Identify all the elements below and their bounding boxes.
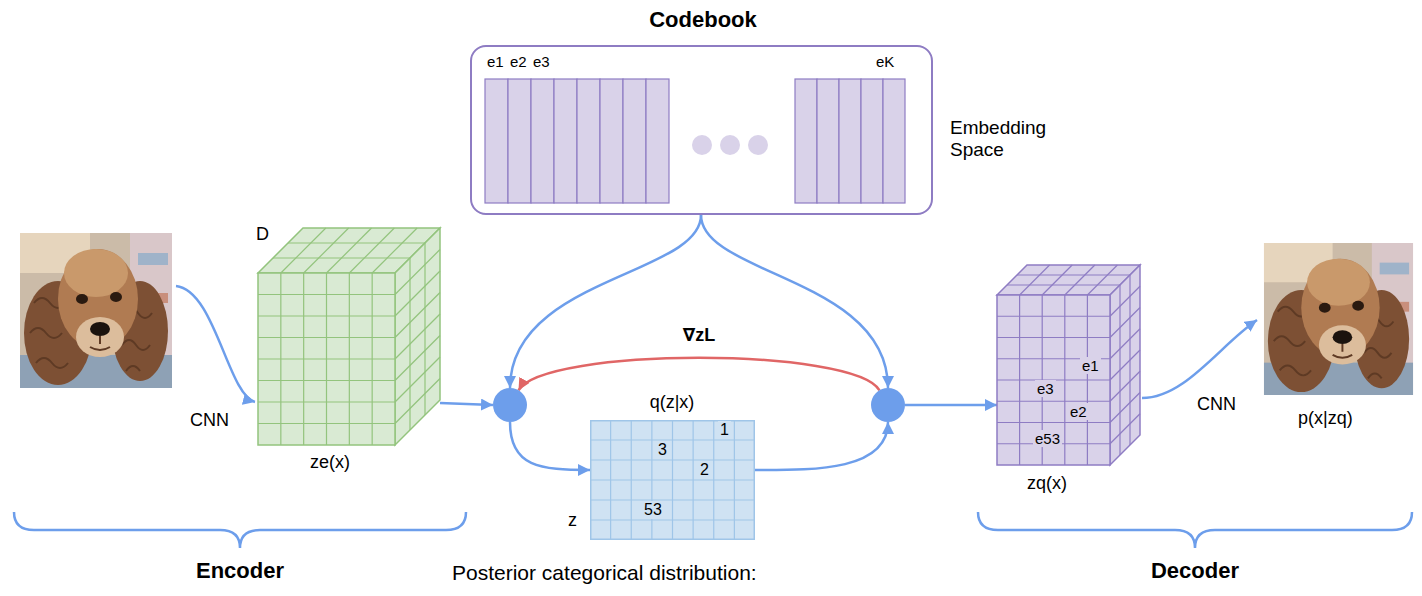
embedding-space-label: Embedding Space	[950, 117, 1070, 161]
output-arrow	[1142, 320, 1257, 398]
connector-arrow	[440, 403, 493, 405]
code-vector-label: e2	[1068, 403, 1089, 420]
cube-shape	[997, 265, 1140, 465]
code-index: 2	[698, 461, 711, 479]
decoder-cube: e1e3e2e53zq(x)	[997, 265, 1140, 465]
connector-arrow	[755, 422, 888, 470]
encoder-cube: Dze(x)	[258, 228, 440, 445]
codebook-box: Codebooke1e2e3eKEmbedding Space	[470, 45, 933, 215]
cnn-label: CNN	[190, 410, 229, 431]
codebook-vectors	[472, 47, 931, 213]
code-index: 3	[656, 441, 669, 459]
code-vector-label: e2	[510, 53, 527, 70]
decoder-brace	[978, 512, 1412, 548]
input-image	[20, 233, 172, 388]
code-vector-label: e3	[1035, 380, 1056, 397]
encoder-heading: Encoder	[196, 558, 284, 583]
code-vector-label: e1	[1080, 357, 1101, 374]
input-arrow	[176, 286, 255, 402]
output-distribution-label: p(x|zq)	[1298, 408, 1353, 429]
code-vector-label: e53	[1033, 430, 1062, 447]
depth-label: D	[256, 224, 269, 245]
connector-arrow	[519, 358, 880, 390]
cnn-label: CNN	[1197, 394, 1236, 415]
decoder-heading: Decoder	[1151, 558, 1239, 583]
posterior-caption: Posterior categorical distribution:	[452, 561, 757, 585]
posterior-label: q(z|x)	[650, 392, 695, 413]
codebook-title: Codebook	[649, 7, 757, 32]
connector-arrow	[510, 422, 590, 470]
connector-arrow	[905, 404, 997, 407]
encoder-brace	[14, 512, 466, 548]
cube-shape	[258, 228, 440, 445]
output-image	[1264, 243, 1413, 395]
decoder-input-label: zq(x)	[1027, 473, 1067, 494]
code-index: 53	[642, 501, 664, 519]
gradient-label: ∇zL	[680, 325, 719, 346]
code-index: 1	[718, 421, 731, 439]
latent-grid: q(z|x)z13253	[590, 420, 755, 540]
lookup-node	[871, 388, 905, 422]
code-vector-label: eK	[876, 53, 894, 70]
code-vector-label: e3	[533, 53, 550, 70]
code-vector-label: e1	[487, 53, 504, 70]
quantize-node	[493, 388, 527, 422]
latent-label: z	[568, 510, 577, 531]
encoder-output-label: ze(x)	[310, 452, 350, 473]
